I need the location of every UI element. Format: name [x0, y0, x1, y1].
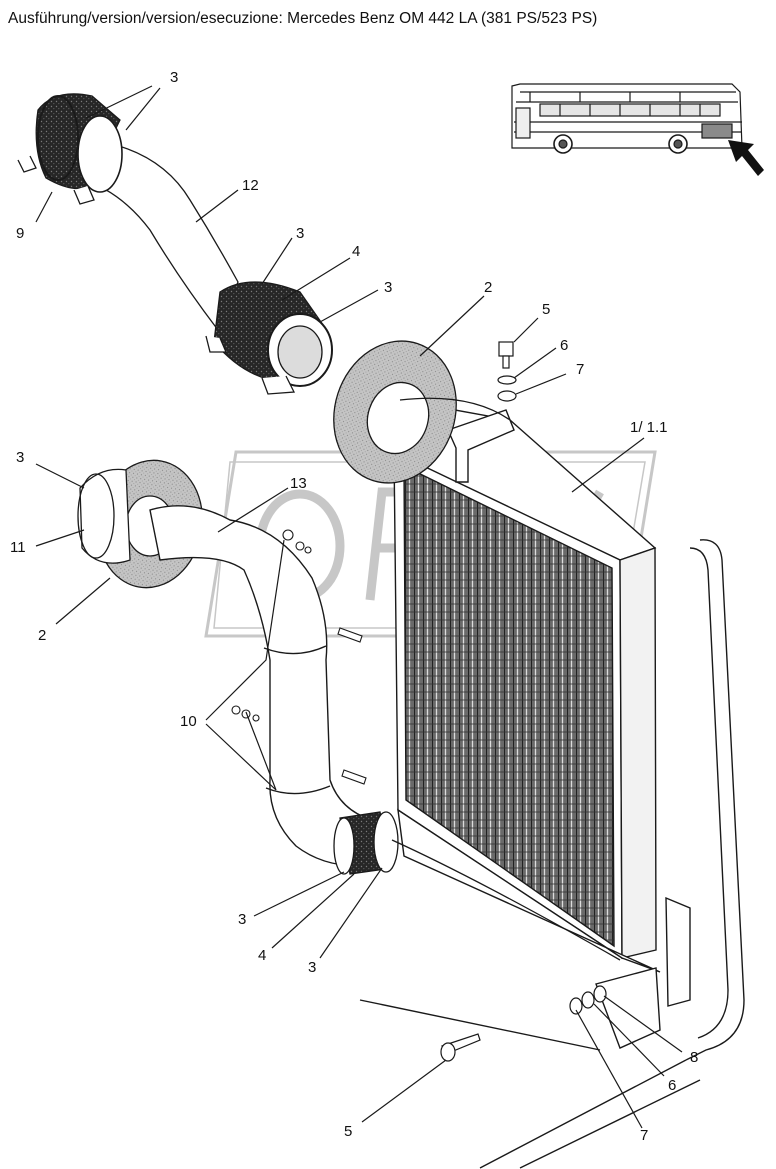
- callout-12: 12: [242, 177, 259, 194]
- callout-3-upper-right: 3: [384, 279, 392, 296]
- upper-hose-4-top: [17, 93, 123, 205]
- location-arrow-icon: [728, 140, 764, 176]
- callout-13: 13: [290, 475, 307, 492]
- callout-8: 8: [690, 1049, 698, 1066]
- callout-10: 10: [180, 713, 197, 730]
- clamp-hardware-10: [231, 529, 367, 785]
- callout-5-lower: 5: [344, 1123, 352, 1140]
- lower-hose-4: [333, 811, 621, 961]
- callout-7-upper: 7: [576, 361, 584, 378]
- callout-2-upper: 2: [484, 279, 492, 296]
- callout-6-lower: 6: [668, 1077, 676, 1094]
- callout-3-lower-b: 3: [308, 959, 316, 976]
- callout-1-1-1: 1/ 1.1: [630, 419, 668, 436]
- upper-hose-4-bottom: [205, 281, 333, 395]
- callout-6-upper: 6: [560, 337, 568, 354]
- callout-3-top: 3: [170, 69, 178, 86]
- callout-5-upper: 5: [542, 301, 550, 318]
- fasteners-5-6-7-8: [440, 985, 607, 1062]
- callout-3-lower-a: 3: [238, 911, 246, 928]
- callout-4-lower: 4: [258, 947, 266, 964]
- leader-lines: [35, 85, 683, 1129]
- bolt-5-upper: [497, 341, 517, 402]
- callout-4-upper: 4: [352, 243, 360, 260]
- callout-7-lower: 7: [640, 1127, 648, 1144]
- callout-3-left: 3: [16, 449, 24, 466]
- callout-11: 11: [10, 539, 26, 556]
- radiator-1: [393, 399, 661, 973]
- bus-thumbnail-icon: [511, 83, 743, 154]
- chassis-panel: [359, 539, 745, 1169]
- callout-3-upper-mid: 3: [296, 225, 304, 242]
- callout-2-lower: 2: [38, 627, 46, 644]
- flange-2-upper: [333, 340, 511, 484]
- callout-9: 9: [16, 225, 24, 242]
- page-title: Ausführung/version/version/esecuzione: M…: [8, 10, 598, 27]
